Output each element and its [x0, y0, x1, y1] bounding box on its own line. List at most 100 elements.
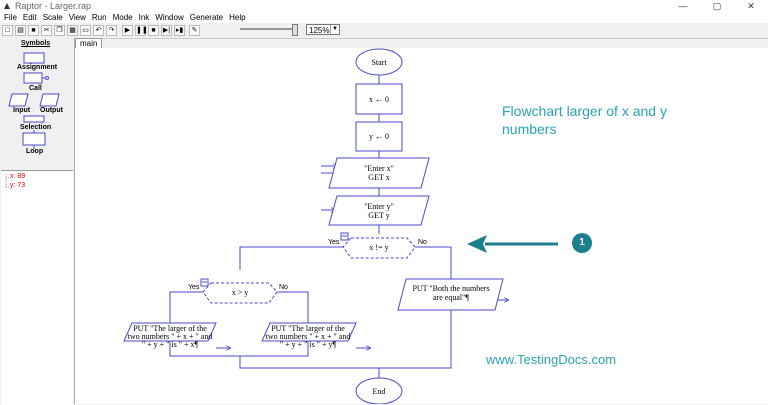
assignment-symbol-icon[interactable] [23, 52, 45, 64]
input-y-get: GET y [368, 211, 389, 220]
assignment-label: Assignment [17, 64, 58, 71]
redo-icon[interactable]: ↷ [106, 25, 117, 36]
pen-icon[interactable]: ✎ [189, 25, 200, 36]
symbols-palette [8, 52, 60, 149]
output-equal-line1: PUT "Both the numbers [412, 284, 489, 293]
input-label: Input [13, 107, 31, 114]
zoom-value: 125% [309, 26, 330, 35]
call-label: Call [29, 85, 42, 92]
yes-label-2: Yes [188, 284, 200, 291]
assign-x-box[interactable] [355, 83, 403, 115]
annotation-heading-line1: Flowchart larger of x and y [502, 103, 667, 119]
inner-merge-line [169, 341, 379, 369]
input-x-prompt: "Enter x" [364, 164, 394, 173]
output-y-line1: PUT "The larger of the [271, 324, 345, 333]
input-x-box[interactable] [328, 157, 430, 189]
menu-ink[interactable]: Ink [138, 13, 150, 22]
maximize-button[interactable]: ▢ [712, 1, 722, 11]
menu-generate[interactable]: Generate [189, 13, 224, 22]
variables-pane: x: 89 y: 73 [1, 170, 73, 405]
site-watermark: www.TestingDocs.com [486, 352, 617, 367]
start-terminal[interactable] [355, 48, 403, 76]
annotation-heading: Flowchart larger of x and y numbers [502, 102, 667, 138]
output-symbol-icon[interactable] [39, 93, 60, 107]
no-label-1: No [418, 239, 427, 246]
menu-mode[interactable]: Mode [112, 13, 133, 22]
save-icon[interactable]: ■ [28, 25, 39, 36]
outer-merge-line [378, 310, 452, 378]
output-x-line1: PUT "The larger of the [133, 324, 207, 333]
print-icon[interactable]: ▭ [80, 25, 91, 36]
inner-yes-line [169, 291, 203, 323]
input-symbol-icon[interactable] [8, 93, 29, 107]
input-y-prompt: "Enter y" [364, 202, 394, 211]
end-terminal[interactable] [355, 377, 403, 404]
open-folder-icon[interactable]: ▤ [15, 25, 26, 36]
flowchart: Start x ← 0 y ← 0 "Enter x" GET x "Enter… [123, 48, 558, 404]
annotation-arrow [467, 235, 558, 253]
symbols-title: Symbols [21, 40, 51, 47]
yes-label-1: Yes [328, 239, 340, 246]
inner-no-line [277, 291, 309, 323]
loop-label: Loop [26, 148, 44, 155]
tab-bar: main [75, 38, 103, 48]
input-y-box[interactable] [328, 195, 430, 226]
assign-y-box[interactable] [355, 121, 403, 152]
no-label-2: No [279, 284, 288, 291]
output-equal-box[interactable] [397, 278, 504, 311]
copy-icon[interactable]: ❐ [54, 25, 65, 36]
loop-symbol-icon[interactable] [22, 132, 46, 146]
call-dot-icon [45, 76, 49, 80]
menu-window[interactable]: Window [155, 13, 184, 22]
annotation-heading-line2: numbers [502, 121, 557, 137]
assign-y-label: y ← 0 [369, 132, 389, 141]
chevron-down-icon: ▼ [330, 25, 339, 34]
menu-run[interactable]: Run [91, 13, 107, 22]
stop-icon[interactable]: ■ [148, 25, 159, 36]
output-larger-y-box[interactable] [261, 322, 357, 342]
end-label: End [373, 387, 386, 396]
title-bar: Raptor - Larger.rap [0, 0, 768, 12]
callout-badge: 1 [572, 233, 592, 253]
step-into-icon[interactable]: ▸▮ [174, 25, 185, 36]
undo-icon[interactable]: ↶ [93, 25, 104, 36]
menu-bar: File Edit Scale View Run Mode Ink Window… [0, 12, 768, 23]
start-label: Start [371, 58, 387, 67]
output-larger-x-box[interactable] [123, 322, 217, 342]
minimize-button[interactable]: — [678, 1, 688, 11]
yes-branch-line [239, 246, 343, 270]
pause-icon[interactable]: ❚❚ [135, 25, 148, 36]
paste-icon[interactable]: ▦ [67, 25, 78, 36]
selection-symbol-icon[interactable] [23, 115, 45, 123]
menu-view[interactable]: View [68, 13, 86, 22]
menu-scale[interactable]: Scale [42, 13, 63, 22]
assign-x-label: x ← 0 [369, 95, 389, 104]
new-file-icon[interactable]: □ [2, 25, 13, 36]
call-symbol-icon[interactable] [23, 72, 43, 84]
condition-x-neq-y[interactable] [342, 237, 416, 259]
flowchart-canvas[interactable]: Start x ← 0 y ← 0 "Enter x" GET x "Enter… [75, 48, 768, 404]
menu-edit[interactable]: Edit [22, 13, 37, 22]
output-equal-line2: are equal"¶ [433, 293, 469, 302]
output-label: Output [40, 107, 63, 114]
variable-y: y: 73 [10, 182, 26, 189]
condition-1-label: x != y [369, 243, 388, 252]
tab-main[interactable]: main [75, 38, 103, 48]
speed-slider-thumb[interactable] [292, 24, 298, 36]
window-title: Raptor - Larger.rap [15, 1, 92, 11]
cut-icon[interactable]: ✂ [41, 25, 52, 36]
zoom-select[interactable]: 125% ▼ [306, 24, 340, 35]
output-x-line3: " + y + " is " + x¶ [142, 340, 199, 349]
output-y-line2: two numbers " + x + " and [266, 332, 351, 341]
condition-2-label: x > y [232, 288, 249, 297]
input-x-get: GET x [368, 173, 389, 182]
condition-x-gt-y[interactable] [202, 282, 278, 304]
close-button[interactable]: ✕ [747, 1, 755, 11]
speed-slider-track[interactable] [240, 28, 294, 30]
step-icon[interactable]: ▶| [161, 25, 172, 36]
raptor-app-icon [4, 3, 10, 9]
variable-x: x: 89 [10, 173, 26, 180]
menu-file[interactable]: File [4, 13, 17, 22]
menu-help[interactable]: Help [229, 13, 246, 22]
play-icon[interactable]: ▶ [122, 25, 133, 36]
